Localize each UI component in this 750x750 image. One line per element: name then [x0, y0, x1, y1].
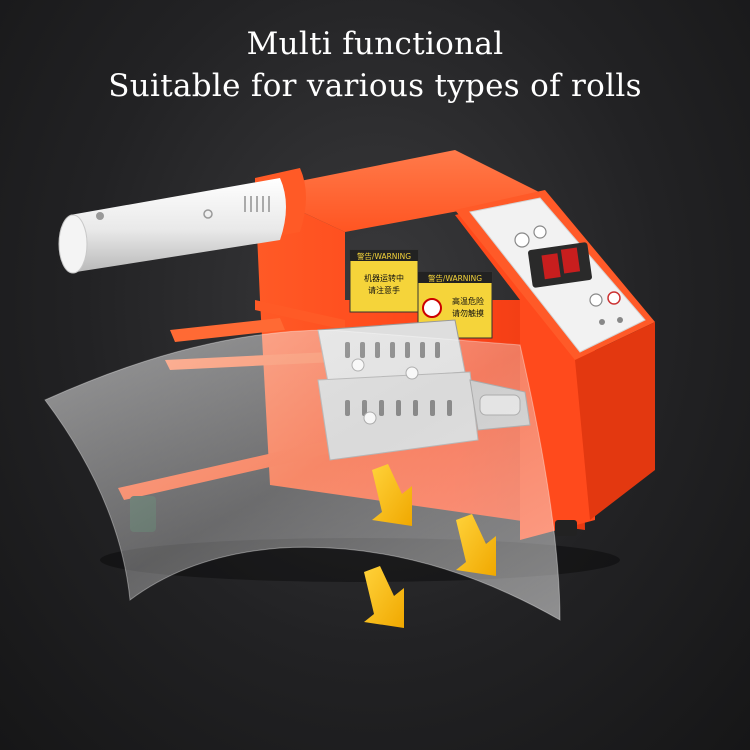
warning-left-line1: 机器运转中: [364, 273, 404, 283]
nozzle-icon: [58, 168, 306, 274]
headline: Multi functional Suitable for various ty…: [0, 24, 750, 108]
warning-left-title: 警告/WARNING: [357, 251, 411, 261]
headline-line-2: Suitable for various types of rolls: [108, 68, 642, 104]
warning-right-line2: 请勿触摸: [452, 308, 484, 318]
control-panel-icon: [469, 197, 646, 353]
warning-right-line1: 高温危险: [452, 296, 484, 306]
film-sheet: [44, 329, 561, 621]
warning-left-line2: 请注意手: [368, 285, 400, 295]
arrow-down-right-icon: [456, 514, 496, 576]
headline-line-1: Multi functional: [246, 26, 504, 62]
arrow-down-right-icon: [364, 566, 404, 628]
warning-label-left: 警告/WARNING 机器运转中 请注意手: [349, 249, 419, 313]
arrow-down-right-icon: [372, 464, 412, 526]
warning-right-title: 警告/WARNING: [428, 273, 482, 283]
